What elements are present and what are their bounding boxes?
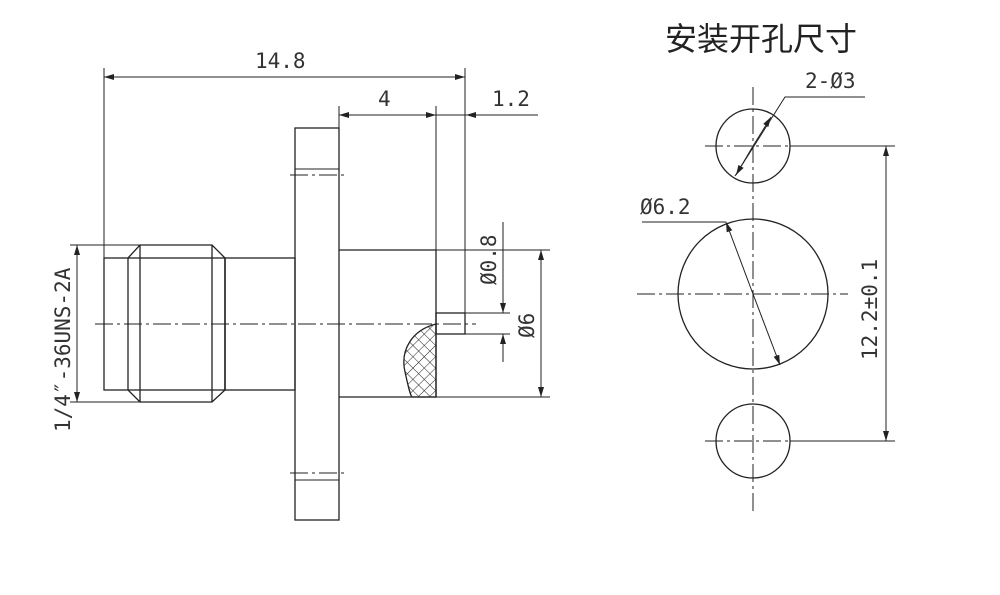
dim-thread: 1/4″-36UNS-2A: [51, 267, 75, 432]
dim-hole-spacing: 12.2±0.1: [858, 259, 882, 360]
dim-center-hole: Ø6.2: [640, 195, 691, 219]
hex-nut: [127, 244, 226, 403]
dim-flange-to-end: 4: [378, 87, 391, 111]
dim-overall-length: 14.8: [255, 49, 306, 73]
dim-mount-holes: 2-Ø3: [805, 69, 856, 93]
pin: [435, 312, 466, 335]
dim-pin-diameter: Ø0.8: [477, 234, 501, 285]
insulator-hatch: [403, 323, 437, 398]
connector-side-view: 14.8 4 1.2 1/4″-36UNS-2A Ø0.8 Ø6: [51, 49, 550, 521]
panel-cutout-view: 安装开孔尺寸 2-Ø3 Ø6.2 12.2±0.1: [637, 20, 895, 515]
flange: [294, 127, 340, 521]
cutout-title: 安装开孔尺寸: [665, 20, 857, 58]
dim-body-diameter: Ø6: [515, 313, 539, 338]
center-hole: [677, 218, 829, 370]
dim-pin-length: 1.2: [492, 87, 530, 111]
